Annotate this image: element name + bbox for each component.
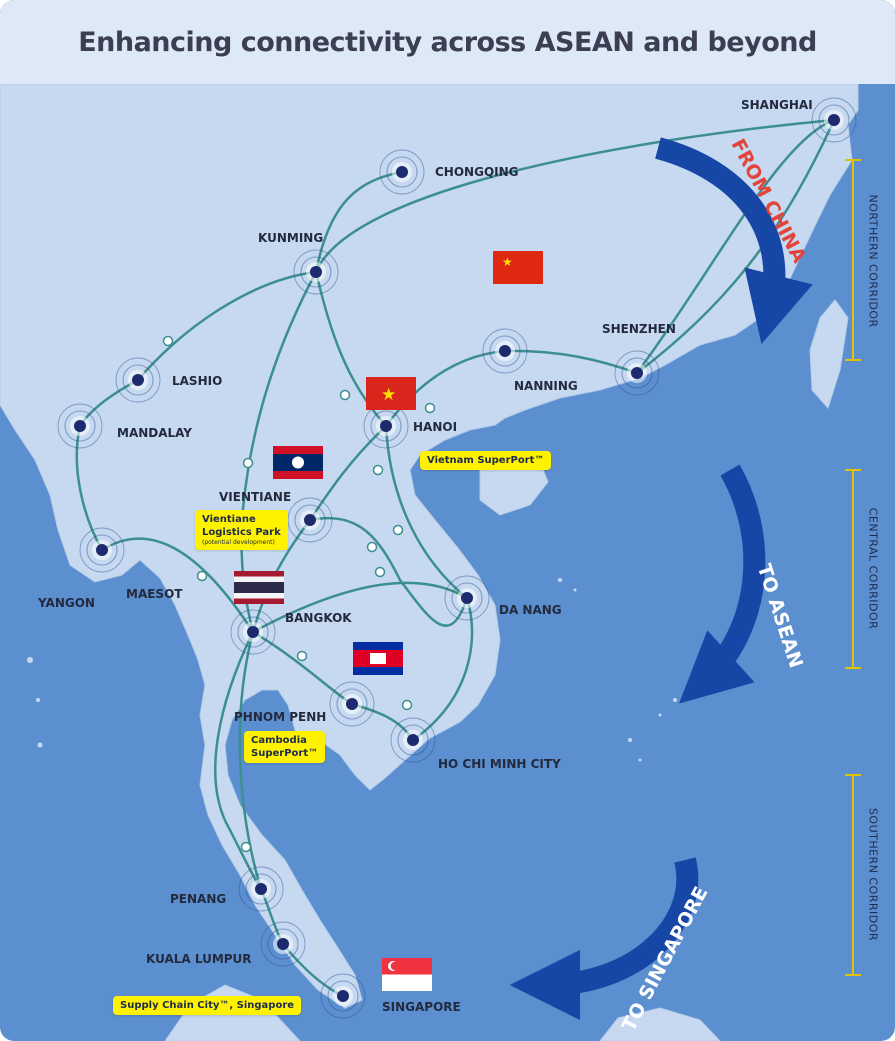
cambodia-flag bbox=[353, 642, 403, 675]
city-label-kunming: KUNMING bbox=[258, 231, 324, 245]
tag-vientiane-note: (potential development) bbox=[202, 539, 275, 546]
city-node-hanoi bbox=[363, 403, 409, 449]
city-node-kuala-lumpur bbox=[260, 921, 306, 967]
page-title: Enhancing connectivity across ASEAN and … bbox=[78, 26, 817, 58]
city-label-hanoi: HANOI bbox=[413, 420, 458, 434]
tag-supply-chain-city: Supply Chain City™, Singapore bbox=[113, 996, 302, 1015]
tag-vientiane-line1: Vientiane bbox=[202, 514, 256, 525]
city-node-singapore bbox=[320, 973, 366, 1019]
borneo-island bbox=[599, 1007, 721, 1041]
tag-singapore-label: Supply Chain City™, Singapore bbox=[120, 1000, 295, 1011]
svg-text:★: ★ bbox=[381, 385, 396, 405]
tag-vientiane-line2: Logistics Park bbox=[202, 527, 281, 538]
city-node-kunming bbox=[293, 249, 339, 295]
tag-cambodia-superport: Cambodia SuperPort™ bbox=[244, 731, 326, 763]
city-node-phnom-penh bbox=[329, 681, 375, 727]
corridor-label-southern: SOUTHERN CORRIDOR bbox=[866, 807, 880, 942]
city-node-mandalay bbox=[57, 403, 103, 449]
corridor-label-northern: NORTHERN CORRIDOR bbox=[866, 194, 880, 328]
city-label-yangon: YANGON bbox=[38, 596, 95, 610]
transit-markers bbox=[162, 335, 436, 853]
city-label-shenzhen: SHENZHEN bbox=[602, 322, 676, 336]
small-islands bbox=[27, 578, 677, 762]
city-label-nanning: NANNING bbox=[514, 379, 578, 393]
city-label-penang: PENANG bbox=[170, 892, 227, 906]
city-label-ho-chi-minh-city: HO CHI MINH CITY bbox=[438, 757, 561, 771]
city-node-ho-chi-minh-city bbox=[390, 717, 436, 763]
city-node-lashio bbox=[115, 357, 161, 403]
city-label-vientiane: VIENTIANE bbox=[219, 490, 292, 504]
tag-vientiane-logistics-park: Vientiane Logistics Park (potential deve… bbox=[195, 510, 288, 550]
city-label-kuala-lumpur: KUALA LUMPUR bbox=[146, 952, 252, 966]
laos-flag bbox=[273, 446, 323, 479]
city-label-maesot: MAESOT bbox=[126, 587, 183, 601]
city-label-singapore: SINGAPORE bbox=[382, 1000, 461, 1014]
thailand-flag bbox=[234, 571, 284, 604]
city-node-da-nang bbox=[444, 575, 490, 621]
tag-vietnam-label: Vietnam SuperPort™ bbox=[427, 455, 545, 466]
tag-vietnam-superport: Vietnam SuperPort™ bbox=[420, 451, 552, 470]
from-china-arrow bbox=[655, 137, 813, 345]
city-node-shenzhen bbox=[614, 350, 660, 396]
china-flag: ★ bbox=[493, 251, 543, 284]
city-node-chongqing bbox=[379, 149, 425, 195]
to-singapore-arrow bbox=[509, 857, 699, 1021]
svg-text:★: ★ bbox=[502, 255, 513, 269]
city-node-shanghai bbox=[811, 97, 857, 143]
city-node-bangkok bbox=[230, 609, 276, 655]
city-label-bangkok: BANGKOK bbox=[285, 611, 352, 625]
tag-cambodia-line1: Cambodia bbox=[251, 735, 307, 746]
city-label-chongqing: CHONGQING bbox=[435, 165, 519, 179]
city-label-lashio: LASHIO bbox=[172, 374, 223, 388]
city-node-vientiane bbox=[287, 497, 333, 543]
city-nodes bbox=[57, 97, 857, 1019]
tag-cambodia-line2: SuperPort™ bbox=[251, 748, 319, 759]
corridor-brackets bbox=[845, 159, 861, 976]
vietnam-flag: ★ bbox=[366, 377, 416, 410]
to-asean-arrow bbox=[678, 464, 766, 704]
city-node-nanning bbox=[482, 328, 528, 374]
city-label-mandalay: MANDALAY bbox=[117, 426, 192, 440]
corridor-label-central: CENTRAL CORRIDOR bbox=[866, 507, 880, 630]
city-label-phnom-penh: PHNOM PENH bbox=[234, 710, 327, 724]
city-label-da-nang: DA NANG bbox=[499, 603, 562, 617]
city-node-penang bbox=[238, 866, 284, 912]
city-label-shanghai: SHANGHAI bbox=[741, 98, 813, 112]
singapore-flag bbox=[382, 958, 432, 991]
title-bar: Enhancing connectivity across ASEAN and … bbox=[0, 0, 895, 84]
city-node-yangon bbox=[79, 527, 125, 573]
taiwan-island bbox=[809, 299, 849, 409]
